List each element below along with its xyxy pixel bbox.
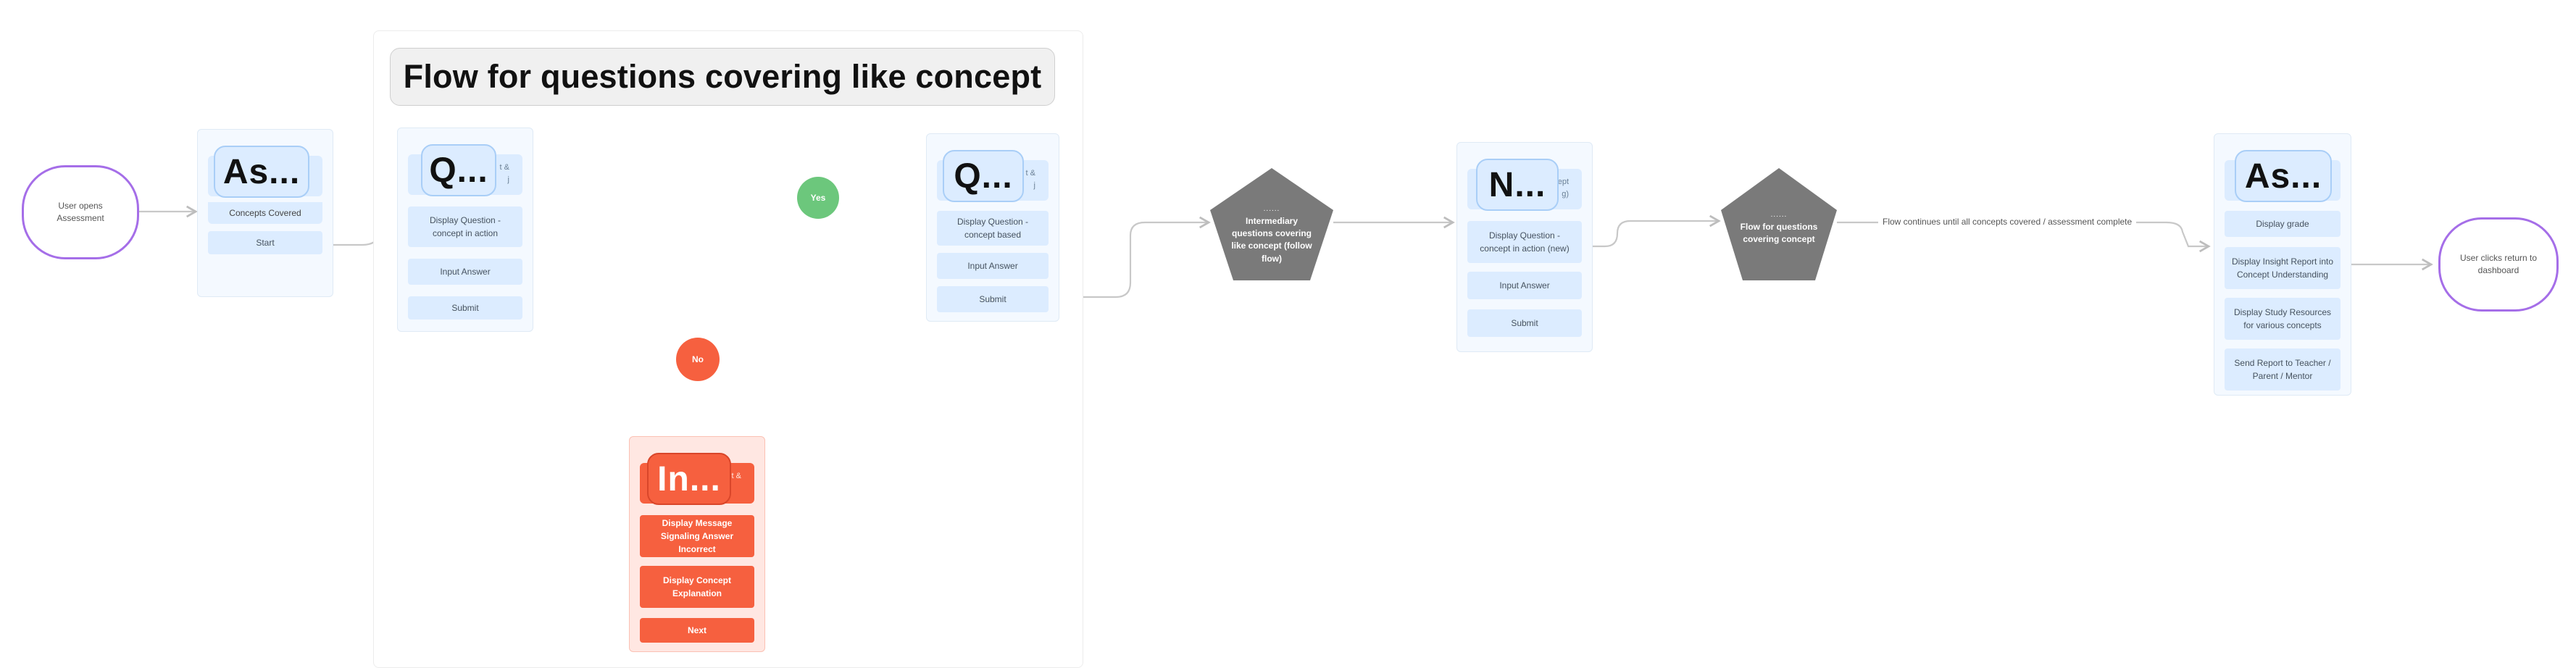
concepts-covered-label: Concepts Covered [208, 202, 322, 224]
question-first-badge: Q... [421, 144, 496, 196]
incorrect-message: Display Message Signaling Answer Incorre… [640, 515, 754, 557]
question-first-display-question: Display Question - concept in action [408, 206, 522, 247]
intermediary-label: ...... Intermediary questions covering l… [1230, 204, 1313, 265]
end-terminal[interactable]: User clicks return to dashboard [2438, 217, 2559, 312]
question-card-first[interactable]: t & j Q... Display Question - concept in… [397, 128, 533, 332]
results-display-grade: Display grade [2225, 211, 2341, 237]
no-circle: No [676, 338, 720, 381]
assessment-results-badge: As... [2235, 150, 2332, 202]
start-terminal[interactable]: User opens Assessment [22, 165, 139, 259]
intermediary-dots: ...... [1263, 205, 1280, 213]
flow-concept-label: ...... Flow for questions covering conce… [1738, 210, 1820, 246]
incorrect-badge: In... [647, 453, 731, 505]
incorrect-concept-explanation: Display Concept Explanation [640, 566, 754, 608]
incorrect-card[interactable]: t & In... Display Message Signaling Answ… [629, 436, 765, 652]
decision-label: Answer Correct? [665, 220, 730, 230]
assessment-intro-badge: As... [214, 146, 309, 198]
new-concept-card[interactable]: cept g) N... Display Question - concept … [1456, 142, 1593, 352]
new-concept-submit-button[interactable]: Submit [1467, 309, 1582, 337]
question-next-submit-button[interactable]: Submit [937, 286, 1049, 312]
intermediary-text: Intermediary questions covering like con… [1231, 215, 1312, 264]
question-next-input-answer[interactable]: Input Answer [937, 253, 1049, 279]
flow-continues-label: Flow continues until all concepts covere… [1878, 215, 2137, 228]
start-button[interactable]: Start [208, 231, 322, 254]
new-concept-badge: N... [1476, 159, 1559, 211]
flow-concept-text: Flow for questions covering concept [1740, 221, 1818, 244]
assessment-intro-card[interactable]: As... Concepts Covered Start [197, 129, 333, 297]
question-card-next[interactable]: t & j Q... Display Question - concept ba… [926, 133, 1059, 322]
connector-new-concept-to-flow [1592, 214, 1721, 248]
new-concept-input-answer[interactable]: Input Answer [1467, 272, 1582, 299]
section-title: Flow for questions covering like concept [390, 48, 1055, 106]
yes-circle: Yes [797, 177, 839, 219]
question-first-input-answer[interactable]: Input Answer [408, 259, 522, 285]
results-study-resources: Display Study Resources for various conc… [2225, 298, 2341, 340]
new-concept-display-question: Display Question - concept in action (ne… [1467, 221, 1582, 263]
results-insight-report: Display Insight Report into Concept Unde… [2225, 247, 2341, 289]
assessment-results-card[interactable]: As... Display grade Display Insight Repo… [2214, 133, 2351, 396]
question-next-badge: Q... [943, 150, 1024, 202]
question-first-submit-button[interactable]: Submit [408, 296, 522, 320]
results-send-report[interactable]: Send Report to Teacher / Parent / Mentor [2225, 348, 2341, 391]
question-next-display-question: Display Question - concept based [937, 211, 1049, 246]
incorrect-next-button[interactable]: Next [640, 618, 754, 643]
flow-concept-dots: ...... [1770, 211, 1788, 219]
